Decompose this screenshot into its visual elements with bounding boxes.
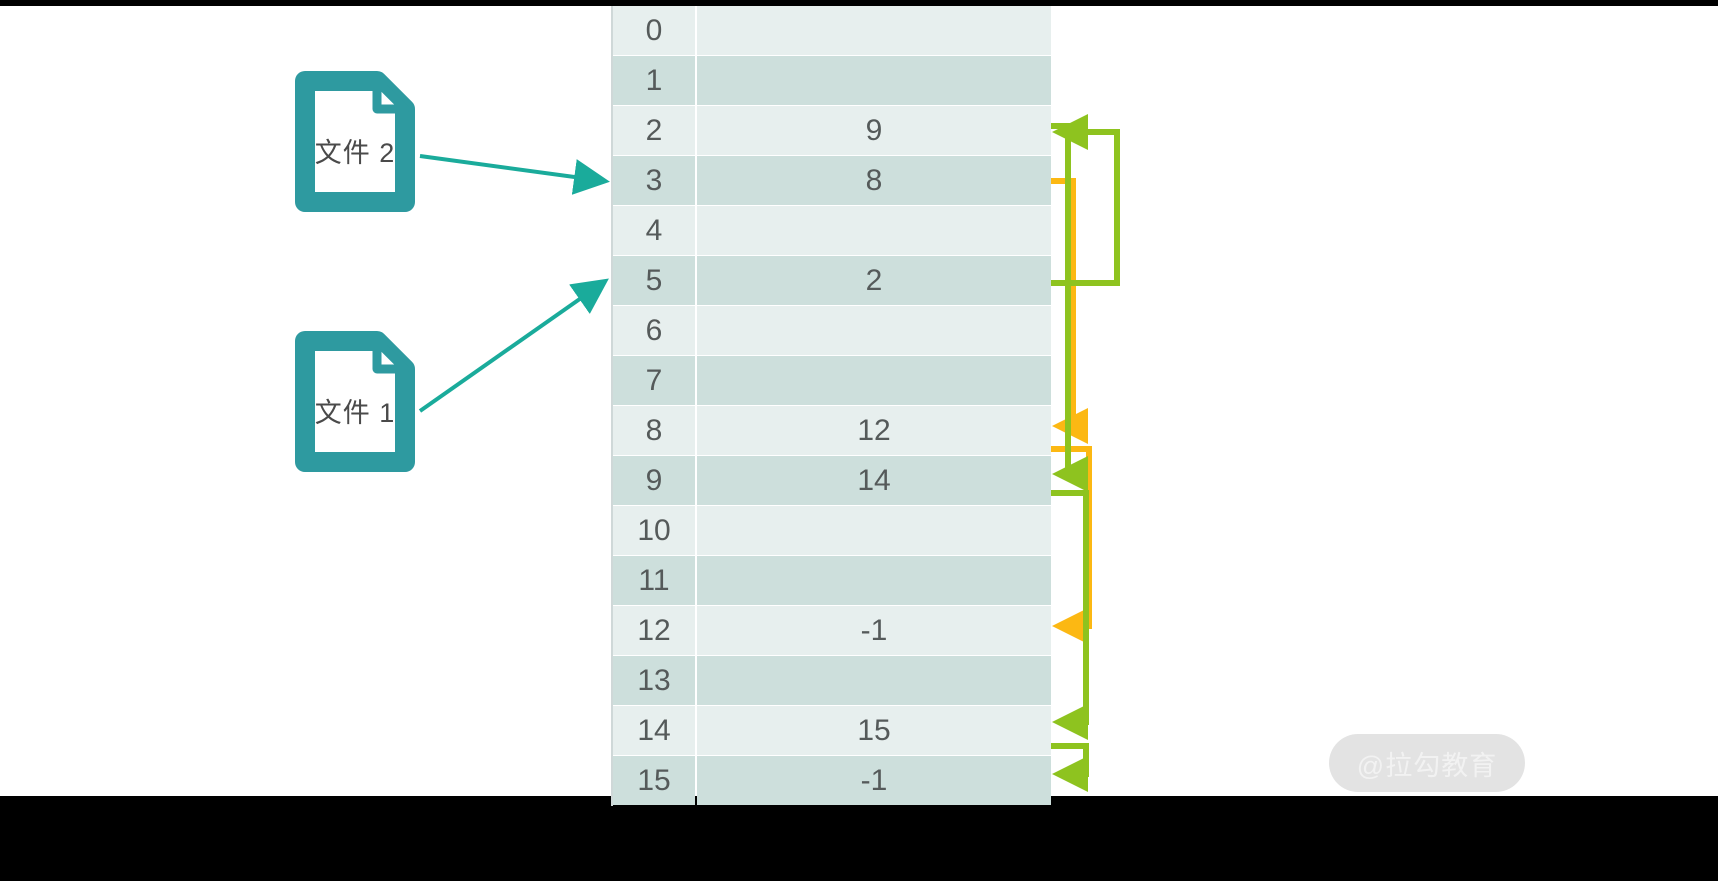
- table-row[interactable]: 0: [613, 6, 1051, 55]
- table-row[interactable]: 4: [613, 206, 1051, 255]
- watermark: @拉勾教育: [1329, 734, 1525, 792]
- row-value-cell: 8: [697, 156, 1051, 205]
- row-value-cell: -1: [697, 756, 1051, 805]
- row-index-cell: 11: [613, 556, 695, 605]
- row-value-cell: [697, 56, 1051, 105]
- row-index-cell: 9: [613, 456, 695, 505]
- row-value-cell: [697, 356, 1051, 405]
- row-index-cell: 3: [613, 156, 695, 205]
- file-document-icon: [295, 71, 415, 212]
- chain-link-8-to-12: [1051, 446, 1092, 644]
- chain-link-14-to-15: [1051, 743, 1089, 792]
- table-row[interactable]: 13: [613, 656, 1051, 705]
- chain-link-9-to-14: [1051, 490, 1089, 740]
- row-value-cell: [697, 506, 1051, 555]
- row-value-cell: -1: [697, 606, 1051, 655]
- row-index-cell: 15: [613, 756, 695, 805]
- row-index-cell: 12: [613, 606, 695, 655]
- row-index-cell: 0: [613, 6, 695, 55]
- chain-link-5-to-2: [1051, 114, 1120, 286]
- row-value-cell: 15: [697, 706, 1051, 755]
- table-row[interactable]: 6: [613, 306, 1051, 355]
- table-row[interactable]: 11: [613, 556, 1051, 605]
- file2-entry-arrow: [419, 154, 610, 195]
- row-index-cell: 8: [613, 406, 695, 455]
- chain-link-3-to-8: [1051, 178, 1088, 444]
- file-icon-label: 文件 2: [314, 138, 396, 168]
- row-index-cell: 6: [613, 306, 695, 355]
- table-row[interactable]: 7: [613, 356, 1051, 405]
- chain-link-2-to-9: [1051, 123, 1088, 492]
- row-index-cell: 2: [613, 106, 695, 155]
- row-value-cell: [697, 656, 1051, 705]
- table-row[interactable]: 1: [613, 56, 1051, 105]
- row-value-cell: [697, 306, 1051, 355]
- row-value-cell: 12: [697, 406, 1051, 455]
- row-index-cell: 13: [613, 656, 695, 705]
- row-value-cell: 14: [697, 456, 1051, 505]
- row-index-cell: 7: [613, 356, 695, 405]
- row-index-cell: 4: [613, 206, 695, 255]
- file-icon-file-1[interactable]: 文件 1: [293, 329, 417, 474]
- row-index-cell: 10: [613, 506, 695, 555]
- row-value-cell: [697, 206, 1051, 255]
- file-document-icon: [295, 331, 415, 472]
- row-index-cell: 5: [613, 256, 695, 305]
- table-row[interactable]: 15-1: [613, 756, 1051, 805]
- row-value-cell: 9: [697, 106, 1051, 155]
- row-value-cell: [697, 556, 1051, 605]
- file1-entry-arrow: [418, 278, 609, 413]
- file-icon-label: 文件 1: [314, 398, 396, 428]
- row-index-cell: 1: [613, 56, 695, 105]
- table-row[interactable]: 12-1: [613, 606, 1051, 655]
- table-row[interactable]: 10: [613, 506, 1051, 555]
- row-index-cell: 14: [613, 706, 695, 755]
- row-value-cell: 2: [697, 256, 1051, 305]
- file-icon-file-2[interactable]: 文件 2: [293, 69, 417, 214]
- row-value-cell: [697, 6, 1051, 55]
